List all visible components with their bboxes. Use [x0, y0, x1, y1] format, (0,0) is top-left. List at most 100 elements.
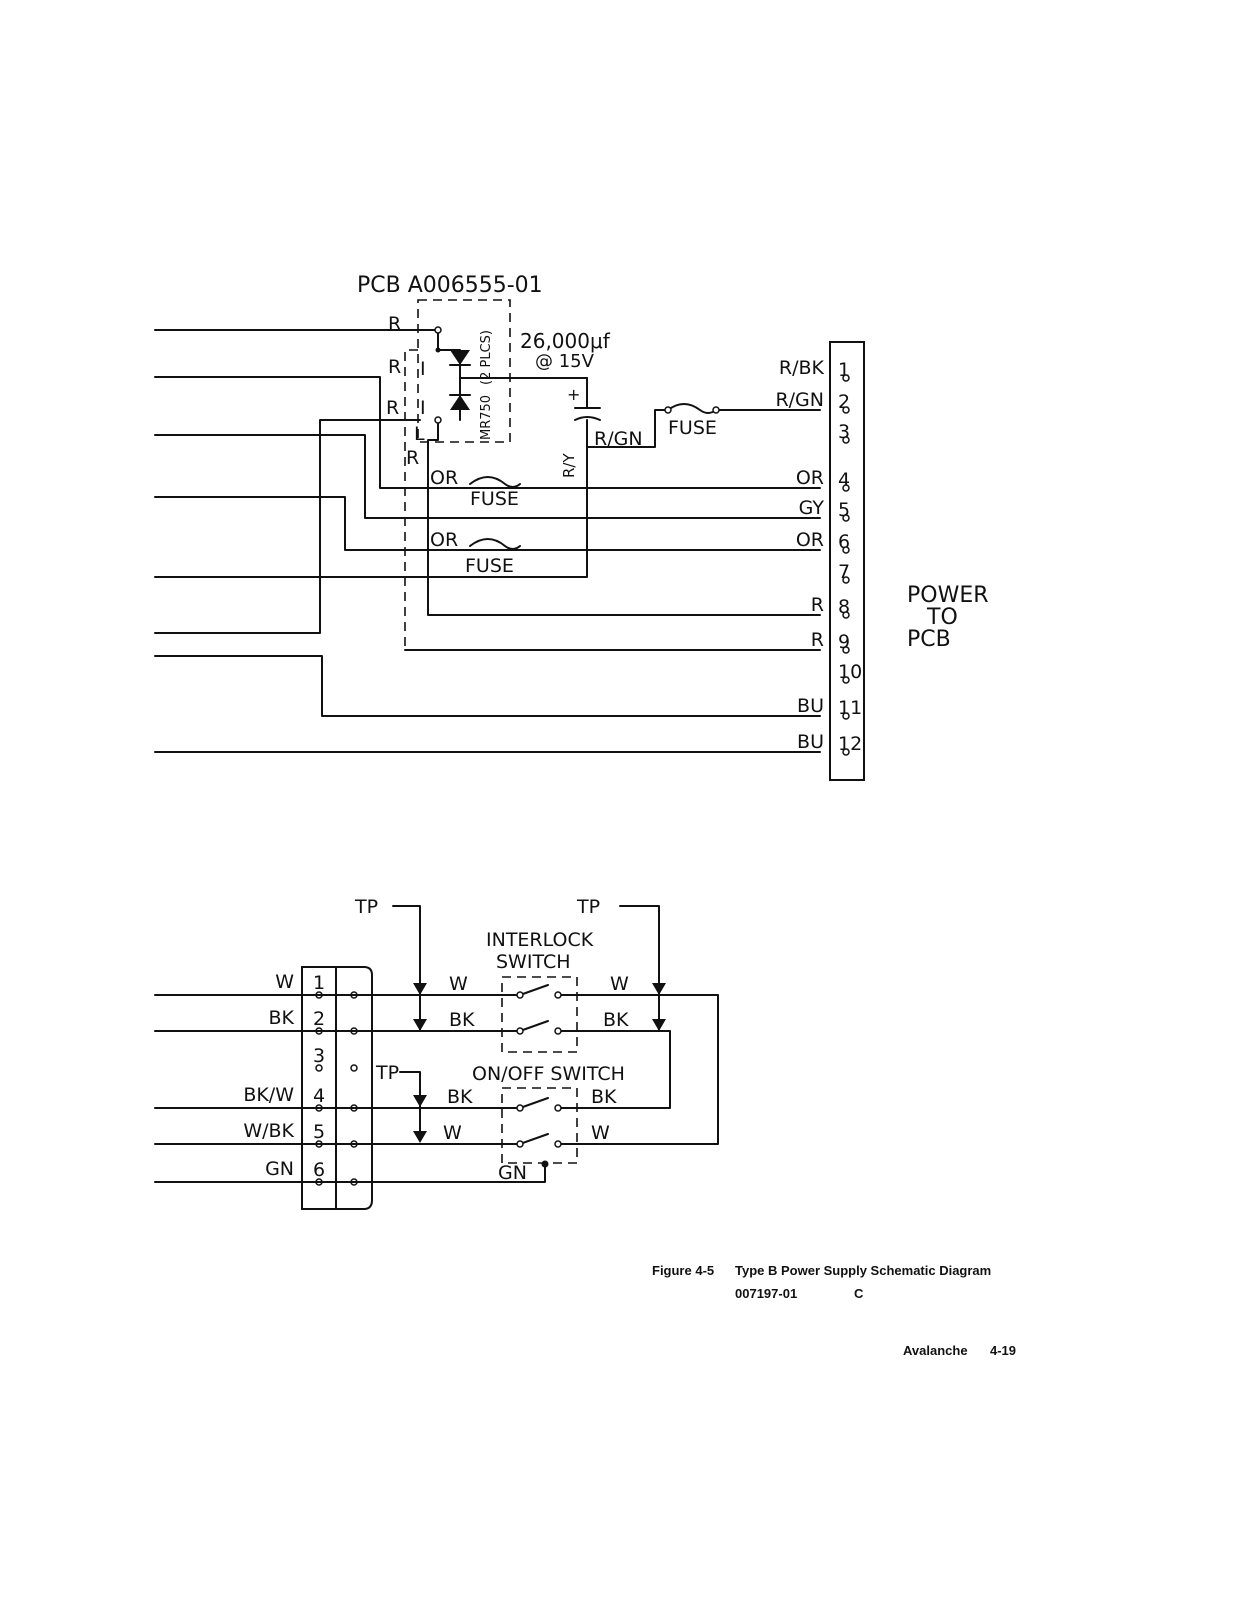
bottom-pin-number: 2: [313, 1008, 325, 1030]
diode-1: [450, 350, 470, 365]
or-label-1: OR: [430, 467, 458, 489]
tp-2-arrow-b: [652, 1019, 666, 1031]
bottom-pin-number: 6: [313, 1159, 325, 1181]
power-label-line-2: TO: [926, 605, 958, 630]
figure-number: Figure 4-5: [652, 1263, 715, 1278]
gn-junction: [541, 1160, 549, 1168]
fuse-low: [469, 538, 521, 550]
onoff-switch-box: [501, 1087, 578, 1164]
bottom-pin-number: 3: [313, 1045, 325, 1067]
tp-2-arrow-a: [652, 983, 666, 995]
footer-product: Avalanche: [903, 1343, 968, 1358]
interlock-line-1: INTERLOCK: [486, 929, 594, 951]
top-wire-color: R/GN: [775, 389, 824, 411]
top-pin-number: 10: [838, 661, 862, 683]
top-pin-terminal: [842, 514, 850, 522]
tp-1-arrow-a: [413, 983, 427, 995]
bottom-pin-number: 5: [313, 1121, 325, 1143]
right-label-w2: W: [591, 1122, 610, 1144]
pcb-outline: [417, 299, 511, 443]
side-label-pin-i-b: I: [420, 397, 426, 419]
sw-term-1a: [516, 991, 524, 999]
capacitor-plate-bottom: [574, 416, 601, 421]
sw-term-3b: [554, 1104, 562, 1112]
top-wire-color: OR: [796, 529, 824, 551]
bottom-wire-color: W/BK: [243, 1120, 294, 1142]
fuse-top-terminal-a: [664, 406, 672, 414]
pcb-terminal-1: [434, 326, 442, 334]
input-wire-4: [154, 496, 821, 551]
wire-gn: [154, 1163, 546, 1183]
input-wire-7: [154, 655, 821, 717]
side-label-pin-l: L: [414, 423, 425, 445]
top-pin-terminal: [842, 611, 850, 619]
side-label-pin-i-a: I: [420, 358, 426, 380]
tp-1-line: [392, 905, 421, 1031]
top-pin-terminal: [842, 748, 850, 756]
sw-term-4a: [516, 1140, 524, 1148]
diode-part: MR750: [479, 395, 494, 440]
sw-term-2b: [554, 1027, 562, 1035]
gn-label: GN: [498, 1162, 527, 1184]
top-wire-color: BU: [797, 695, 824, 717]
top-connector-block: [829, 341, 865, 781]
sw-term-2a: [516, 1027, 524, 1035]
bottom-connector-left: [301, 966, 337, 1210]
onoff-switch-blade-1: [519, 1097, 549, 1109]
tp-label-2: TP: [576, 896, 600, 918]
wire-w-loop: [557, 994, 719, 1145]
capacitor-voltage: @ 15V: [535, 351, 595, 372]
tp-1-arrow-b: [413, 1019, 427, 1031]
top-pin-number: 12: [838, 733, 862, 755]
mid-label-bk2: BK: [447, 1086, 473, 1108]
fuse-mid: [469, 476, 521, 488]
return-wire-8: [427, 419, 821, 616]
side-label-r-y: R/Y: [560, 453, 578, 478]
top-wire-color: BU: [797, 731, 824, 753]
pcb-terminal-2: [434, 416, 442, 424]
interlock-switch-box: [501, 976, 578, 1053]
input-wire-5: [154, 449, 588, 578]
right-label-bk1: BK: [603, 1009, 629, 1031]
top-wire-color: R/BK: [779, 357, 825, 379]
fuse-low-label: FUSE: [465, 555, 514, 577]
top-wire-color: GY: [799, 497, 825, 519]
mid-label-w1: W: [449, 973, 468, 995]
capacitor-polarity: +: [567, 385, 580, 404]
tp-3-arrow-b: [413, 1131, 427, 1143]
top-pin-terminal: [842, 374, 850, 382]
interlock-switch-blade-1: [519, 984, 549, 996]
or-label-2: OR: [430, 529, 458, 551]
onoff-switch-blade-2: [519, 1133, 549, 1145]
top-wire-color: R: [811, 629, 824, 651]
interlock-switch-blade-2: [519, 1020, 549, 1032]
onoff-label: ON/OFF SWITCH: [472, 1063, 625, 1085]
top-pin-terminal: [842, 546, 850, 554]
top-wire-color: OR: [796, 467, 824, 489]
r-gn-wire: [586, 409, 669, 448]
fuse-top-label: FUSE: [668, 417, 717, 439]
tp-label-3: TP: [375, 1062, 399, 1084]
top-pin-terminal: [842, 484, 850, 492]
diode-qty: (2 PLCS): [479, 330, 494, 385]
right-label-bk2: BK: [591, 1086, 617, 1108]
top-pin-terminal: [842, 712, 850, 720]
sw-term-1b: [554, 991, 562, 999]
side-label-r-a: R: [388, 313, 401, 335]
side-label-r-gn: R/GN: [594, 428, 643, 450]
revision: C: [854, 1286, 864, 1301]
sw-term-3a: [516, 1104, 524, 1112]
tp-3-line: [399, 1071, 421, 1141]
junction-1: [435, 347, 441, 353]
bottom-wire-color: BK/W: [243, 1084, 294, 1106]
bottom-pin-number: 4: [313, 1085, 325, 1107]
side-label-r-b: R: [388, 356, 401, 378]
bottom-pin-number: 1: [313, 972, 325, 994]
top-pin-terminal: [842, 406, 850, 414]
pcb-ground-outline: [404, 349, 418, 650]
input-wire-3: [154, 434, 821, 519]
